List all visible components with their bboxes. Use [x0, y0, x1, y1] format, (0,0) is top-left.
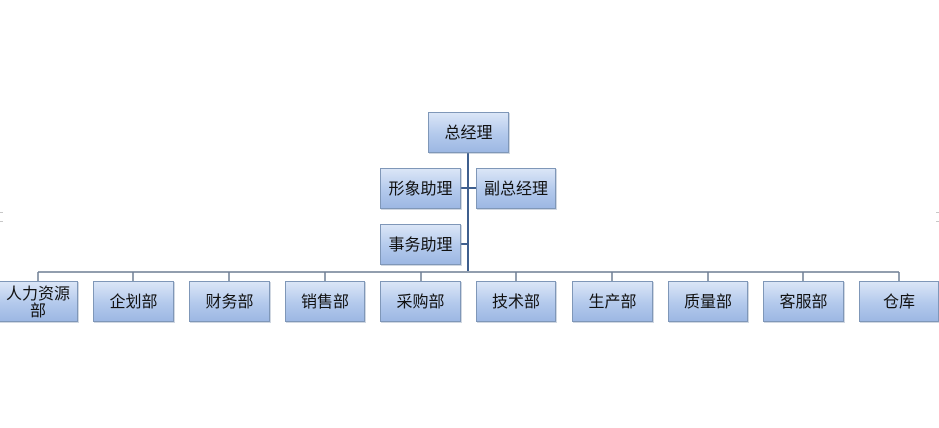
- node-label: 客服部: [779, 292, 828, 311]
- node-department-3[interactable]: 财务部: [189, 281, 270, 322]
- left-edge-marker: [0, 212, 3, 222]
- node-label: 企划部: [109, 292, 158, 311]
- node-department-1[interactable]: 人力资源部: [0, 281, 78, 322]
- node-label: 采购部: [396, 292, 445, 311]
- node-label: 技术部: [491, 292, 540, 311]
- node-department-9[interactable]: 客服部: [763, 281, 844, 322]
- node-label: 人力资源部: [5, 283, 70, 320]
- node-label: 财务部: [205, 292, 254, 311]
- node-label: 销售部: [300, 292, 349, 311]
- node-assistant-3[interactable]: 事务助理: [380, 224, 461, 265]
- node-department-7[interactable]: 生产部: [572, 281, 653, 322]
- right-edge-marker: [936, 212, 939, 222]
- node-label: 副总经理: [483, 179, 548, 198]
- node-label: 总经理: [444, 123, 493, 142]
- node-department-2[interactable]: 企划部: [93, 281, 174, 322]
- node-department-10[interactable]: 仓库: [859, 281, 939, 322]
- node-label: 生产部: [588, 292, 637, 311]
- node-label: 仓库: [882, 292, 915, 311]
- node-label: 质量部: [683, 292, 732, 311]
- node-general-manager[interactable]: 总经理: [428, 112, 509, 153]
- node-assistant-1[interactable]: 形象助理: [380, 168, 461, 209]
- node-department-6[interactable]: 技术部: [476, 281, 556, 322]
- node-label: 事务助理: [388, 235, 453, 254]
- node-assistant-2[interactable]: 副总经理: [476, 168, 556, 209]
- node-department-8[interactable]: 质量部: [668, 281, 748, 322]
- node-department-4[interactable]: 销售部: [285, 281, 365, 322]
- node-department-5[interactable]: 采购部: [380, 281, 461, 322]
- node-label: 形象助理: [388, 179, 453, 198]
